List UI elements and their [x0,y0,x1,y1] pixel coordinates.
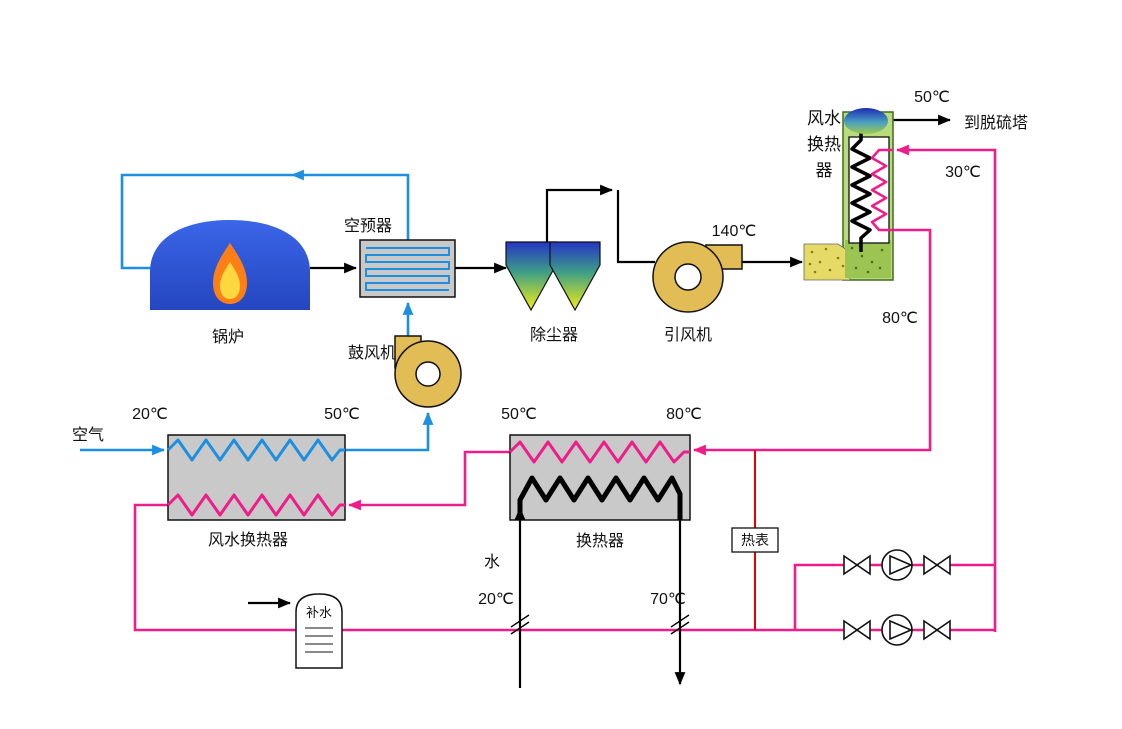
air-flow-lines [80,169,434,456]
induced-fan-label: 引风机 [664,326,712,344]
air-water-heat-exchanger-box [166,434,346,521]
air-label: 空气 [72,426,104,444]
valve-icon [855,619,871,641]
temp-hx-water-in: 80℃ [666,406,702,423]
dust-to-fan-duct-2 [616,190,655,264]
pump-assembly-upper [843,549,951,581]
temp-hx-water-out: 50℃ [501,406,537,423]
heat-exchanger-label: 换热器 [576,532,624,550]
boiler [150,220,310,310]
water-coil [166,493,345,517]
valve-icon [843,619,859,641]
duct-speckles [808,247,845,274]
blower-hub [415,361,441,387]
tank-level-lines [305,627,333,653]
water-label: 水 [484,553,500,571]
air-to-blower-line [345,411,434,452]
heat-exchanger-box [508,434,691,688]
dust-hopper-right [549,241,601,312]
heat-meter: 热表 [731,527,779,553]
makeup-water-tank: 补水 [295,593,343,669]
return-30-line [895,144,997,632]
air-preheater [359,239,456,298]
boiler-label: 锅炉 [212,328,244,346]
labels: 空气 20℃ 50℃ 锅炉 空预器 鼓风机 除尘器 引风机 140℃ 风水换热器… [72,89,1028,608]
dust-hopper-left [505,241,557,312]
induced-draft-fan [652,241,743,313]
valve-icon [923,554,939,576]
flue-hx-core [848,136,890,244]
preheater-air-loop-line [290,169,410,240]
temp-water-return: 30℃ [945,164,981,181]
temp-flue-after-fan: 140℃ [712,223,757,240]
flue-hx-water-coil [870,148,893,232]
tap-water-coil [517,475,683,520]
temp-air-outlet: 50℃ [324,406,360,423]
id-fan-hub [674,263,702,291]
hx-to-airwaterhx-line [347,450,510,511]
flue-gas-lines [248,114,952,609]
dust-collector [505,241,601,312]
blower-label: 鼓风机 [348,344,396,362]
valve-icon [935,554,951,576]
dust-collector-label: 除尘器 [530,326,578,344]
pump-rotor [889,619,914,641]
flue-hx-label-line3: 器 [816,161,833,180]
valve-icon [935,619,951,641]
temp-water-supply: 80℃ [882,310,918,327]
air-preheater-label: 空预器 [344,217,392,235]
temp-flue-to-tower: 50℃ [914,89,950,106]
air-water-hx-label: 风水换热器 [208,531,288,549]
temp-tap-in: 20℃ [478,591,514,608]
valve-icon [843,554,859,576]
pump-rotor [889,554,914,576]
air-coil [166,438,345,462]
heat-meter-label: 热表 [741,532,769,548]
return-bottom-line [133,503,995,632]
pipe-break-marks [510,614,690,635]
supply-80-line [692,228,932,456]
flue-hx-label-line1: 风水 [807,109,841,128]
valve-icon [923,619,939,641]
hot-water-lines [133,144,997,632]
makeup-water-label: 补水 [306,605,332,620]
flue-hx-black-coil [850,126,872,252]
flame-inner [220,262,240,299]
pump-assembly-lower [843,614,951,646]
dust-to-fan-duct-1 [545,184,614,242]
hot-air-to-boiler-line [120,173,292,270]
preheater-serpentine [365,247,450,291]
tank-body [295,593,343,669]
temp-tap-out: 70℃ [650,591,686,608]
valve-icon [855,554,871,576]
temp-air-inlet: 20℃ [132,406,168,423]
flue-hx-label-line2: 换热 [807,135,841,154]
cooled-flue-outlet-blob [844,108,888,134]
flue-gas-water-hx [803,108,894,281]
blower-fan [394,335,462,408]
to-tower-label: 到脱硫塔 [964,114,1028,132]
heat-meter-box [731,527,779,553]
hot-water-coil [508,440,690,464]
